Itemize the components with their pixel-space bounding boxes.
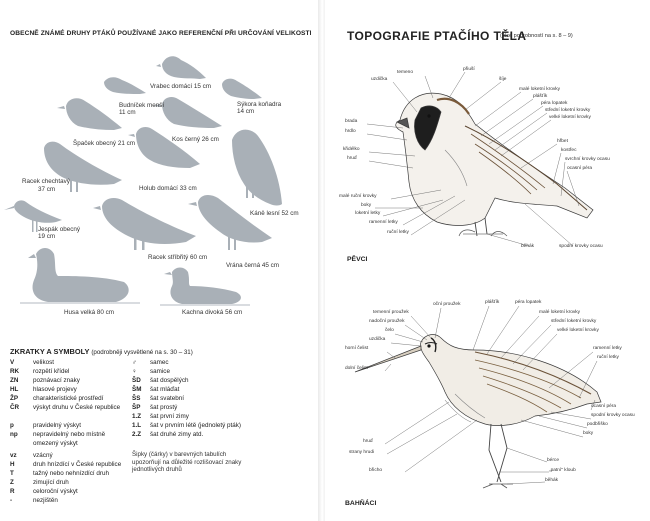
gull-silhouette (44, 141, 122, 192)
right-page: TOPOGRAFIE PTAČÍHO TĚLA (více podrobnost… (325, 0, 650, 521)
wader-leader-lines (384, 305, 598, 485)
page-gutter (318, 0, 325, 521)
label-kridelko: křidélko (343, 147, 360, 152)
page-title: TOPOGRAFIE PTAČÍHO TĚLA (347, 29, 527, 43)
label-patni-kloub: „patní" kloub (549, 468, 576, 473)
topography-illustration (354, 71, 602, 489)
passerines-label: PĚVCI (347, 256, 368, 263)
label-ramenni-letky-wader: ramenní letky (593, 346, 622, 351)
passerine-leader-lines (366, 71, 580, 247)
label-male-loketni-wader: malé loketní krovky (539, 310, 581, 315)
pigeon-silhouette (128, 126, 200, 168)
label-spodni-krovky-ocasu: spodní krovky ocasu (559, 244, 603, 249)
label-velke-loketni-wader: velké loketní krovky (557, 328, 599, 333)
herring-gull-silhouette (93, 198, 196, 250)
buzzard-silhouette (232, 129, 282, 206)
label-mallard: Kachna divoká 56 cm (182, 309, 243, 316)
label-velke-loketni-krovky: velké loketní krovky (549, 115, 591, 120)
label-temeno: temeno (397, 70, 413, 75)
label-hrud-wader: hruď (363, 439, 373, 444)
arrow-note: Šipky (čárky) v barevných tabulích upozo… (132, 451, 242, 474)
warbler-silhouette (104, 77, 146, 94)
left-page: OBECNĚ ZNÁMÉ DRUHY PTÁKŮ POUŽÍVANÉ JAKO … (0, 0, 318, 521)
label-ocasni-pera-wader: ocasní péra (591, 404, 617, 409)
great-tit-silhouette (222, 78, 262, 99)
label-plastik-wader: plášťík (485, 300, 500, 305)
label-pera-lopatek: péra lopatek (541, 101, 568, 106)
label-spodni-krovky-wader: spodní krovky ocasu (591, 413, 635, 418)
label-buzzard: Káně lesní 52 cm (250, 210, 299, 217)
label-prusi: přiuší (463, 67, 475, 72)
label-boky: boky (361, 203, 372, 208)
label-hrdlo: hrdlo (345, 129, 356, 134)
label-stredni-loketni-wader: střední loketní krovky (551, 319, 597, 324)
label-uzdicka-wader: uzdička (369, 337, 386, 342)
label-hrbet: hřbet (557, 139, 568, 144)
label-pera-lopatek-wader: péra lopatek (515, 300, 542, 305)
label-crow: Vrána černá 45 cm (226, 262, 279, 269)
page-subtitle: (více podrobností na s. 8 – 9) (500, 33, 573, 39)
label-pigeon: Holub domácí 33 cm (139, 185, 197, 192)
label-behak-wader: běhák (545, 478, 559, 483)
sparrow-silhouette (156, 56, 206, 79)
label-herring-gull: Racek stříbřitý 60 cm (148, 254, 208, 261)
label-hrud: hruď (347, 156, 357, 161)
label-svrchni-krovky-ocasu: svrchní krovky ocasu (565, 157, 610, 162)
starling-silhouette (57, 98, 122, 130)
label-ocasni-pera: ocasní péra (567, 166, 593, 171)
mallard-silhouette (164, 267, 241, 304)
label-sije: šíje (499, 77, 507, 82)
label-berce: bérce (547, 458, 559, 463)
blackbird-silhouette (154, 96, 222, 128)
label-uzdicka: uzdička (371, 77, 388, 82)
label-rucni-letky: ruční letky (387, 230, 409, 235)
label-black-headed-gull-size: 37 cm (38, 186, 56, 193)
label-dolni-celist: dolní čelist (345, 366, 368, 371)
label-goose: Husa velká 80 cm (64, 309, 115, 316)
waders-label: BAHŇÁCI (345, 500, 377, 507)
label-blackbird: Kos černý 26 cm (172, 136, 219, 143)
label-brada: brada (345, 119, 358, 124)
label-sparrow: Vrabec domácí 15 cm (150, 83, 212, 90)
label-podbrisko: podbřiško (587, 422, 608, 427)
goose-silhouette (28, 248, 129, 302)
abbreviations-heading: ZKRATKY A SYMBOLY (podrobněji vysvětlené… (10, 347, 193, 356)
label-plastik: plášťík (533, 94, 548, 99)
label-ocni-prouzek: oční proužek (433, 302, 461, 307)
label-loketni-letky: loketní letky (355, 211, 381, 216)
label-black-headed-gull: Racek chechtavý (22, 178, 70, 185)
dunlin-silhouette (4, 200, 62, 232)
label-ramenni-letky: ramenní letky (369, 220, 398, 225)
label-behak: běhák (521, 244, 535, 249)
crow-silhouette (188, 194, 272, 250)
label-boky-wader: boky (583, 431, 594, 436)
wader-drawing (354, 334, 602, 489)
label-male-rucni-krovky: malé ruční krovky (339, 194, 377, 199)
label-rucni-letky-wader: ruční letky (597, 355, 619, 360)
label-celo: čelo (385, 328, 394, 333)
size-reference-heading: OBECNĚ ZNÁMÉ DRUHY PTÁKŮ POUŽÍVANÉ JAKO … (10, 30, 312, 37)
passerine-drawing (395, 92, 594, 237)
bird-silhouettes (4, 56, 282, 306)
label-horni-celist: horní čelist (345, 346, 369, 351)
label-temenni-prouzek: temenní proužek (373, 310, 409, 315)
label-bricho: břicho (369, 468, 383, 473)
label-stredni-loketni-krovky: střední loketní krovky (545, 108, 591, 113)
label-nadocni-prouzek: nadoční proužek (369, 319, 405, 324)
label-kostrec: kostřec (561, 148, 577, 153)
label-starling: Špaček obecný 21 cm (73, 140, 135, 147)
label-male-loketni-krovky: malé loketní krovky (519, 87, 561, 92)
label-strany-hrudi: strany hrudi (349, 450, 375, 455)
